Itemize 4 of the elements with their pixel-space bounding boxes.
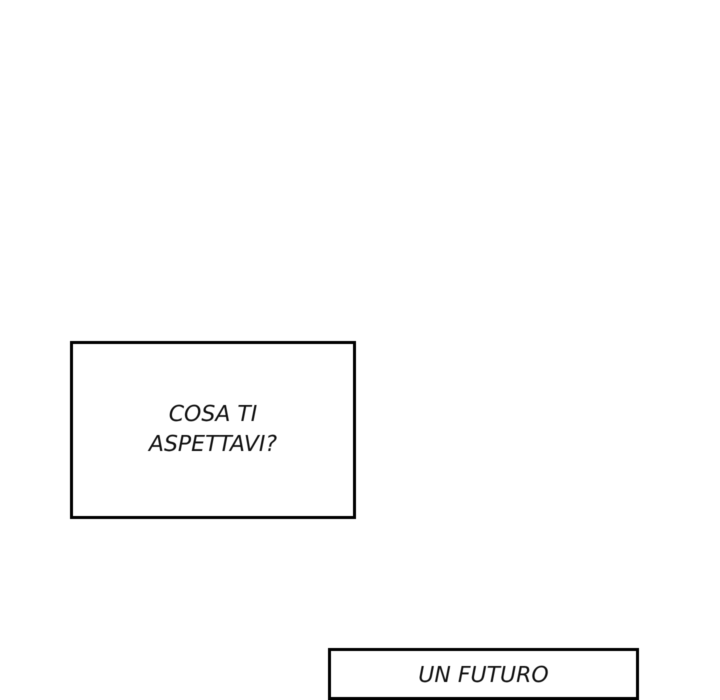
caption-box [70,341,356,519]
caption-text: UN FUTURO [417,662,550,690]
caption-text: COSA TI ASPETTAVI? [146,401,278,459]
caption-box [328,648,639,700]
